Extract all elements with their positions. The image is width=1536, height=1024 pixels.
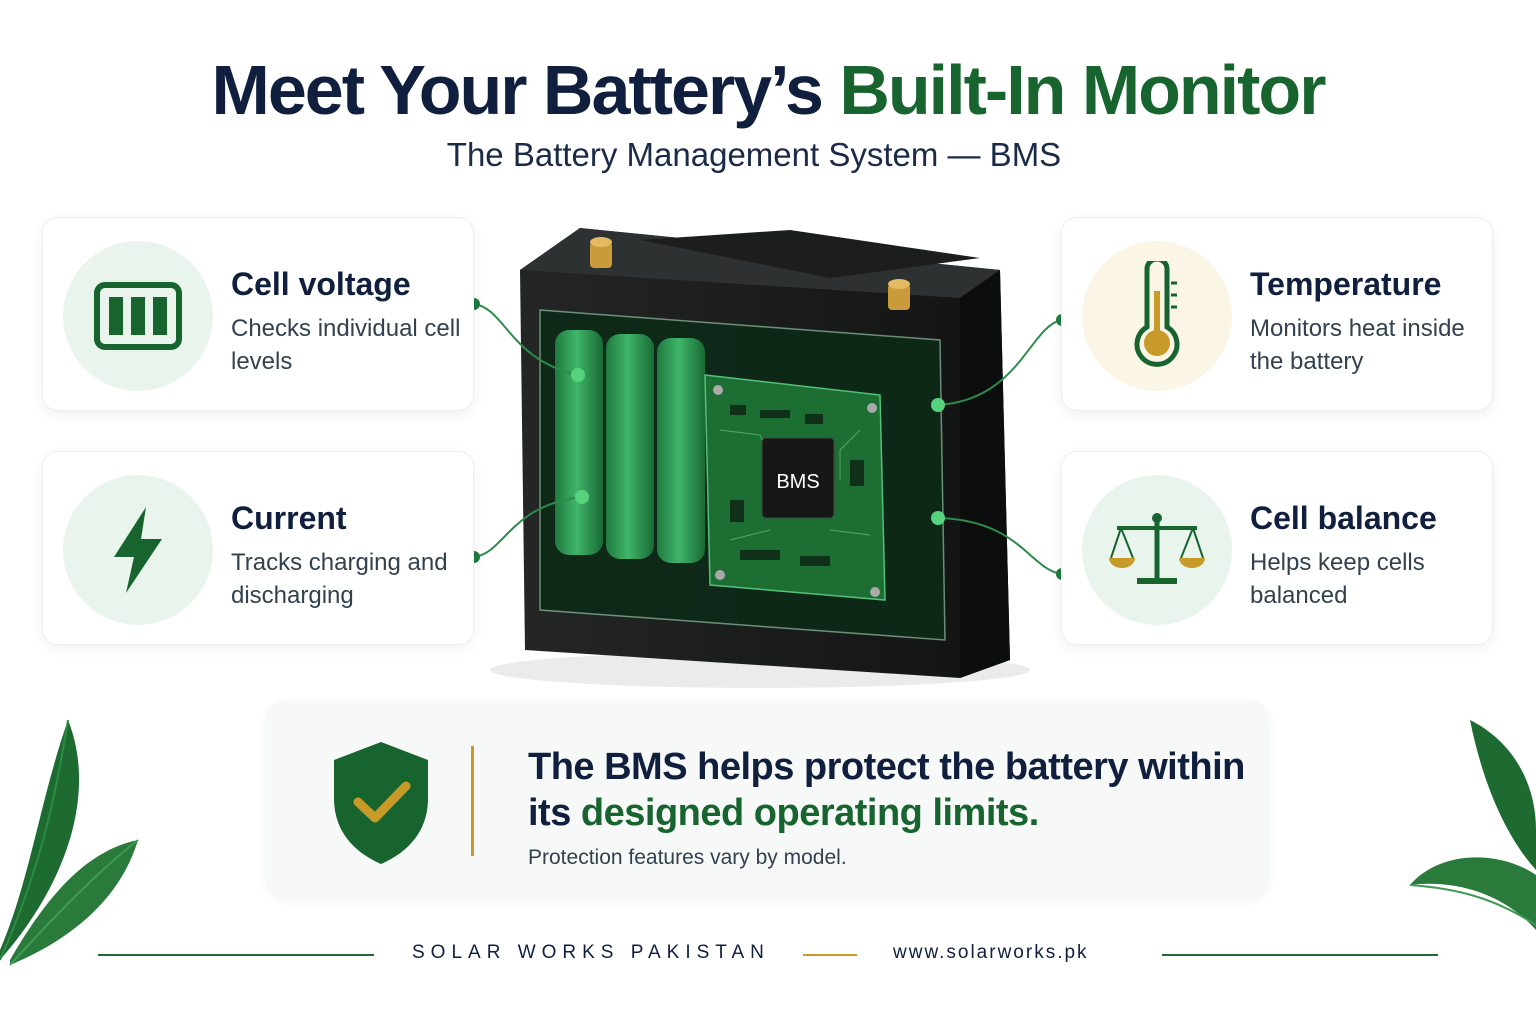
footer-line-mid [803,954,857,956]
card-description: Monitors heat inside the battery [1250,315,1465,375]
battery-illustration: BMS [490,228,1030,688]
card-title: Cell balance [1250,500,1437,536]
icon-badge [63,241,213,391]
protection-banner: The BMS helps protect the battery within… [266,700,1269,898]
card-title: Temperature [1250,266,1442,302]
title-main: Meet Your Battery’s [211,51,840,129]
card-cell-voltage: Cell voltage Checks individual cell leve… [42,217,474,411]
card-description: Tracks charging and discharging [231,549,448,609]
card-title: Cell voltage [231,266,411,302]
card-current: Current Tracks charging and discharging [42,451,474,645]
headline-accent: designed operating limits. [580,792,1039,834]
thermometer-icon [1134,261,1180,367]
card-cell-balance: Cell balance Helps keep cells balanced [1061,451,1493,645]
headline-text: The BMS helps protect the battery within… [528,746,1245,834]
title-accent: Built-In Monitor [839,51,1326,129]
card-description: Checks individual cell levels [231,315,461,375]
protection-headline: The BMS helps protect the battery within… [528,744,1248,836]
bms-chip-label: BMS [776,471,819,493]
icon-badge [63,475,213,625]
leaf-decoration-right [1409,720,1536,930]
balance-scale-icon [1109,513,1205,584]
protection-note: Protection features vary by model. [528,846,847,869]
card-description: Helps keep cells balanced [1250,549,1425,609]
footer-url[interactable]: www.solarworks.pk [893,942,1089,963]
page-title: Meet Your Battery’s Built-In Monitor [0,50,1536,130]
banner-divider [471,746,474,856]
icon-badge [1082,475,1232,625]
lightning-bolt-icon [114,507,162,593]
icon-badge [1082,241,1232,391]
footer-line-left [98,954,374,956]
card-title: Current [231,500,347,536]
footer-brand: SOLAR WORKS PAKISTAN [412,942,770,963]
leaf-decoration-left [0,719,139,966]
shield-check-icon [334,742,428,864]
page-subtitle: The Battery Management System — BMS [446,136,1062,173]
card-temperature: Temperature Monitors heat inside the bat… [1061,217,1493,411]
battery-cells-icon [94,282,182,350]
footer-line-right [1162,954,1438,956]
